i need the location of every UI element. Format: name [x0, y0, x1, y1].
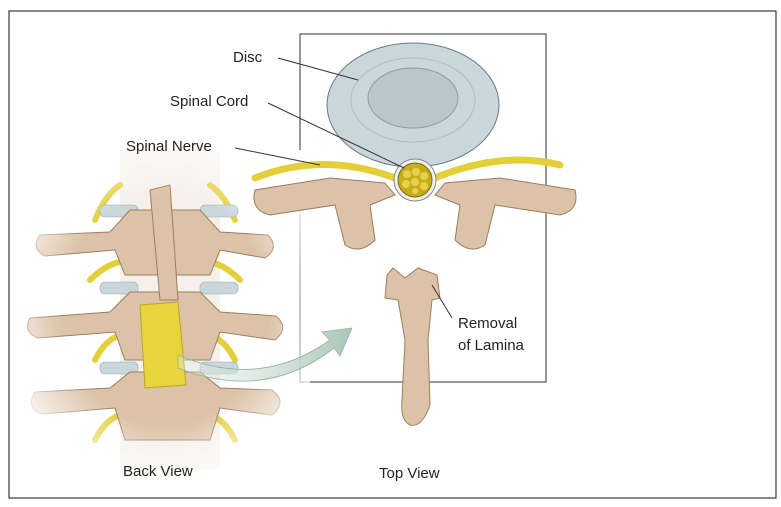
removed-lamina — [384, 267, 441, 426]
label-of-lamina: of Lamina — [458, 337, 525, 354]
label-back-view: Back View — [123, 463, 193, 480]
label-top-view: Top View — [379, 465, 440, 482]
label-disc: Disc — [233, 49, 263, 66]
label-spinal-cord: Spinal Cord — [170, 93, 248, 110]
top-view-vertebra — [251, 42, 577, 250]
arrow-icon — [177, 327, 353, 382]
label-removal: Removal — [458, 315, 517, 332]
outer-border — [8, 10, 777, 499]
label-spinal-nerve: Spinal Nerve — [126, 138, 212, 155]
back-view-spine — [20, 150, 310, 470]
